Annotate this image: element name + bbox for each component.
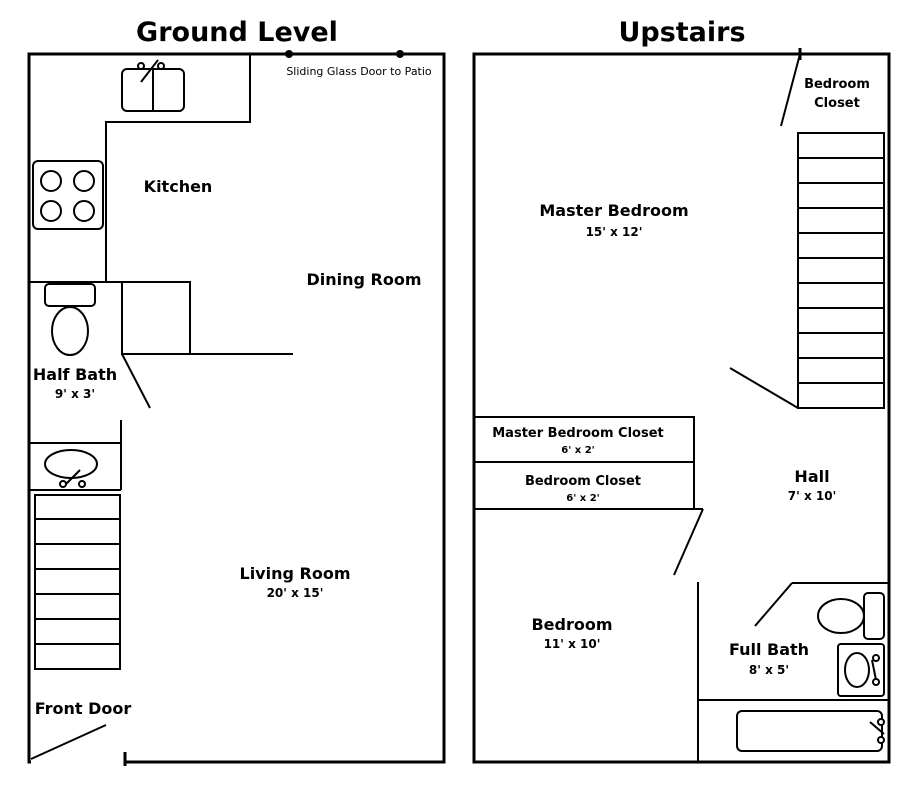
bathtub-icon	[736, 710, 885, 752]
upstairs-toilet-icon	[817, 592, 885, 640]
sliding-door-marker-left	[285, 50, 293, 58]
hall-dimensions: 7' x 10'	[788, 489, 837, 503]
kitchen-label: Kitchen	[144, 177, 213, 196]
master-bedroom-door	[729, 367, 799, 409]
kitchen-sink-icon	[121, 59, 185, 112]
upstairs-sink-icon	[837, 643, 885, 697]
ground-level-plan: Ground Level Sliding Glass Door to Patio…	[27, 17, 446, 766]
half-bath-label: Half Bath	[33, 365, 117, 384]
bedroom-closet-label: Bedroom Closet	[525, 474, 641, 489]
full-bath-label: Full Bath	[729, 640, 809, 659]
living-room-label: Living Room	[240, 564, 351, 583]
toilet-icon	[44, 283, 96, 356]
closet-door-line	[780, 53, 801, 127]
full-bath-dimensions: 8' x 5'	[749, 663, 789, 677]
top-closet-label-line2: Closet	[814, 96, 860, 111]
half-bath-door	[121, 353, 151, 409]
half-bath-dimensions: 9' x 3'	[55, 387, 95, 401]
ground-outer-wall	[27, 52, 446, 764]
hall-label: Hall	[794, 467, 829, 486]
sliding-door-marker-right	[396, 50, 404, 58]
master-bedroom-label: Master Bedroom	[539, 201, 688, 220]
bedroom-dimensions: 11' x 10'	[544, 637, 601, 651]
bath-sink-icon	[44, 449, 98, 488]
sliding-glass-door-label: Sliding Glass Door to Patio	[286, 65, 432, 78]
front-door-label: Front Door	[35, 699, 132, 718]
front-door-swing	[30, 724, 107, 760]
upstairs-plan: Upstairs Bedroom Closet Master Bedroom 1…	[472, 17, 891, 764]
dining-room-label: Dining Room	[306, 270, 421, 289]
closet-wall	[121, 282, 190, 355]
ground-stairs	[34, 494, 121, 670]
upstairs-title: Upstairs	[618, 17, 745, 48]
bedroom-label: Bedroom	[531, 615, 612, 634]
top-closet-label-line1: Bedroom	[804, 77, 870, 92]
ground-level-title: Ground Level	[136, 17, 338, 48]
upstairs-stairs	[797, 132, 885, 409]
master-bedroom-dimensions: 15' x 12'	[586, 225, 643, 239]
full-bath-door	[754, 582, 793, 627]
bedroom-door	[673, 508, 704, 576]
master-closet-label: Master Bedroom Closet	[492, 426, 664, 441]
half-bath-wall	[29, 281, 293, 355]
bedroom-closet-dimensions: 6' x 2'	[566, 493, 599, 504]
master-closet-dimensions: 6' x 2'	[561, 445, 594, 456]
stove-icon	[32, 160, 104, 230]
living-room-dimensions: 20' x 15'	[267, 586, 324, 600]
upstairs-outer-wall	[472, 52, 891, 764]
